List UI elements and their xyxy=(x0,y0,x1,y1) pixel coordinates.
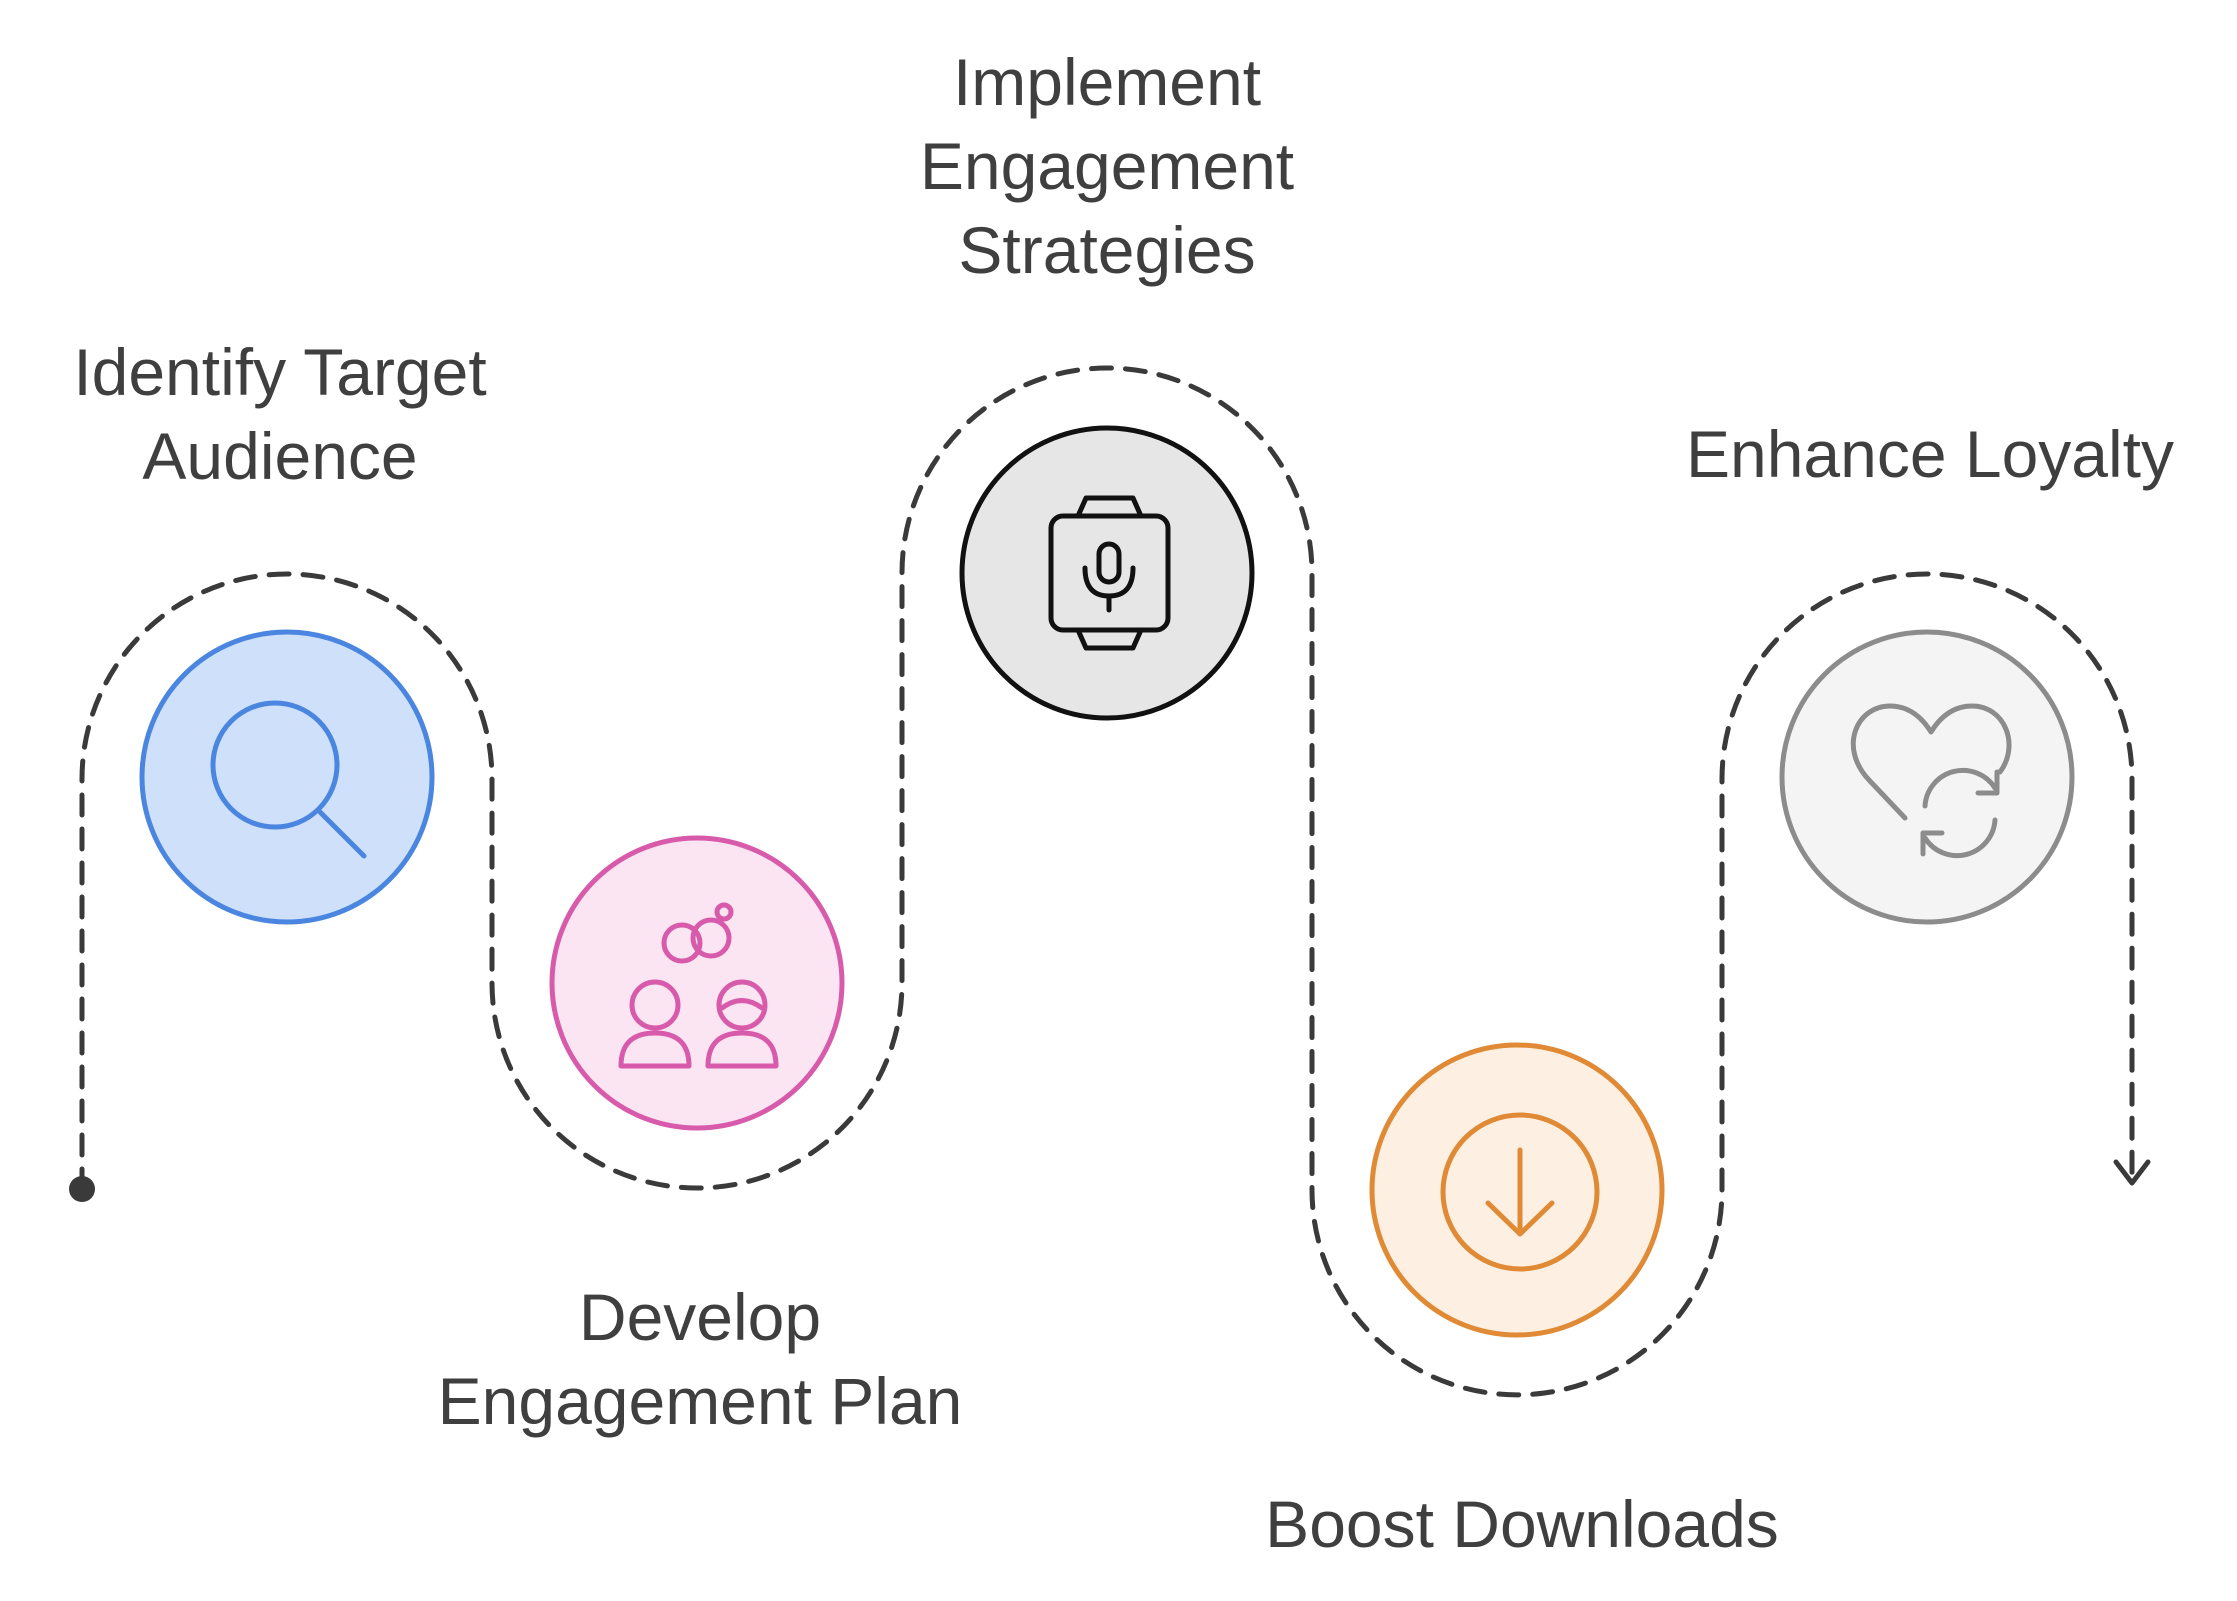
step-boost-label: Boost Downloads xyxy=(1232,1482,1812,1566)
people-connection-icon xyxy=(618,902,779,1069)
step-identify-label-line: Identify Target xyxy=(73,335,487,409)
dashed-path xyxy=(79,365,2135,1398)
step-develop-label-line: Engagement Plan xyxy=(437,1364,963,1438)
step-implement-label: Implement Engagement Strategies xyxy=(857,40,1357,292)
magnifying-glass-icon xyxy=(210,700,367,859)
step-loyalty-circle xyxy=(1779,629,2075,925)
step-identify-node xyxy=(139,629,435,925)
step-develop-label-line: Develop xyxy=(578,1280,822,1354)
step-implement-label-line: Engagement xyxy=(919,129,1295,203)
step-implement-label-line: Strategies xyxy=(958,213,1256,287)
step-boost-circle xyxy=(1369,1042,1665,1338)
step-boost-label-line: Boost Downloads xyxy=(1265,1487,1779,1561)
step-identify-label: Identify Target Audience xyxy=(30,330,530,498)
step-identify-label-line: Audience xyxy=(142,419,418,493)
step-boost-node xyxy=(1369,1042,1665,1338)
step-develop-node xyxy=(549,835,845,1131)
heart-refresh-icon xyxy=(1850,703,2012,859)
path-start-dot xyxy=(69,1176,95,1202)
step-implement-node xyxy=(959,425,1255,721)
smartwatch-microphone-icon xyxy=(1048,495,1171,651)
step-loyalty-label: Enhance Loyalty xyxy=(1640,412,2220,496)
step-identify-circle xyxy=(139,629,435,925)
path-end-arrowhead xyxy=(2113,1159,2151,1186)
step-loyalty-node xyxy=(1779,629,2075,925)
step-develop-label: Develop Engagement Plan xyxy=(400,1275,1000,1443)
download-arrow-icon xyxy=(1440,1112,1600,1272)
step-implement-label-line: Implement xyxy=(952,45,1262,119)
step-implement-circle xyxy=(959,425,1255,721)
step-loyalty-label-line: Enhance Loyalty xyxy=(1685,417,2174,491)
step-develop-circle xyxy=(549,835,845,1131)
